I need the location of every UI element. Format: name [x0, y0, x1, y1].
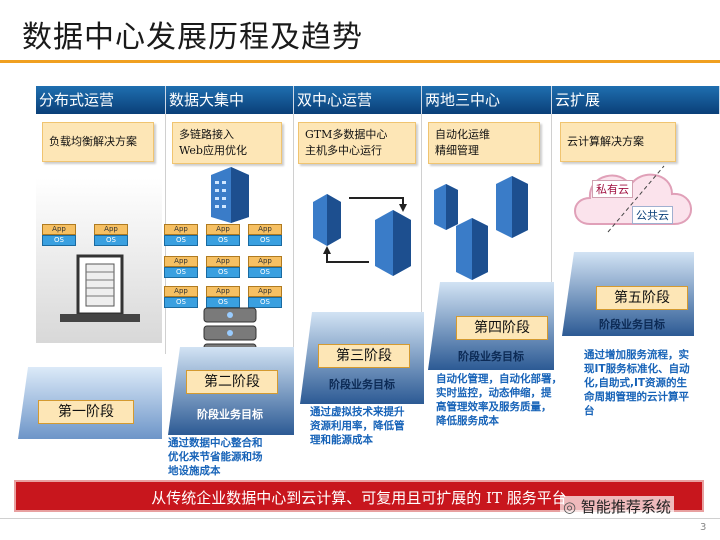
column-divider [551, 114, 552, 354]
column-divider [293, 114, 294, 354]
three-center-diagram [434, 176, 528, 280]
solution-box-1: 负载均衡解决方案 [42, 122, 154, 162]
os-label: OS [164, 235, 198, 246]
os-label: OS [248, 235, 282, 246]
app-label: App [164, 224, 198, 235]
stage-2-label[interactable]: 第二阶段 [186, 370, 278, 394]
stage-5-goal: 阶段业务目标 [599, 318, 665, 331]
solution-text: 多链路接入 Web应用优化 [179, 128, 247, 157]
footer-divider [0, 518, 720, 519]
data-center-building-icon [211, 167, 249, 223]
stage-header-2[interactable]: 数据大集中 [166, 86, 294, 114]
cloud-icon [574, 165, 692, 233]
app-label: App [206, 256, 240, 267]
os-label: OS [248, 267, 282, 278]
os-label: OS [164, 297, 198, 308]
stage-5-label[interactable]: 第五阶段 [596, 286, 688, 310]
stage-header-4[interactable]: 两地三中心 [422, 86, 552, 114]
stage-2-description: 通过数据中心整合和 优化来节省能源和场 地设施成本 [168, 437, 263, 477]
stage-2-goal: 阶段业务目标 [197, 408, 263, 421]
stage-3-description: 通过虚拟技术来提升 资源利用率，降低管 理和能源成本 [310, 406, 405, 446]
app-label: App [206, 224, 240, 235]
column-divider [421, 114, 422, 354]
wechat-icon: ◎ [563, 498, 581, 516]
stage-1-label[interactable]: 第一阶段 [38, 400, 134, 424]
os-label: OS [248, 297, 282, 308]
os-label: OS [164, 267, 198, 278]
stage-header-1[interactable]: 分布式运营 [36, 86, 166, 114]
app-label: App [164, 256, 198, 267]
stage-4-goal: 阶段业务目标 [458, 350, 524, 363]
app-label: App [206, 286, 240, 297]
solution-text: GTM多数据中心 主机多中心运行 [305, 128, 388, 157]
solution-text: 云计算解决方案 [567, 135, 644, 148]
solution-box-4: 自动化运维 精细管理 [428, 122, 540, 164]
app-label: App [164, 286, 198, 297]
stage-4-label[interactable]: 第四阶段 [456, 316, 548, 340]
solution-box-2: 多链路接入 Web应用优化 [172, 122, 282, 164]
app-label: App [42, 224, 76, 235]
dual-center-diagram [313, 194, 411, 276]
stage-5-description: 通过增加服务流程，实 现IT服务标准化、自动 化,自助式,IT资源的生 命周期管… [584, 349, 690, 417]
solution-box-5: 云计算解决方案 [560, 122, 676, 162]
page-number: 3 [700, 522, 707, 533]
page-title: 数据中心发展历程及趋势 [22, 20, 363, 55]
solution-box-3: GTM多数据中心 主机多中心运行 [298, 122, 416, 164]
os-label: OS [94, 235, 128, 246]
watermark: ◎ 智能推荐系统 [560, 496, 674, 517]
server-rack-icon [60, 254, 140, 322]
solution-text: 自动化运维 精细管理 [435, 128, 490, 157]
os-label: OS [206, 267, 240, 278]
watermark-text: 智能推荐系统 [580, 498, 671, 516]
app-label: App [94, 224, 128, 235]
os-label: OS [206, 235, 240, 246]
title-underline [0, 60, 720, 63]
public-cloud-label: 公共云 [632, 206, 673, 224]
app-label: App [248, 256, 282, 267]
solution-text: 负载均衡解决方案 [49, 135, 137, 148]
stage-3-goal: 阶段业务目标 [329, 378, 395, 391]
os-label: OS [42, 235, 76, 246]
stage-3-label[interactable]: 第三阶段 [318, 344, 410, 368]
app-label: App [248, 286, 282, 297]
private-cloud-label: 私有云 [592, 180, 633, 198]
app-label: App [248, 224, 282, 235]
stage-header-3[interactable]: 双中心运营 [294, 86, 422, 114]
stage-4-description: 自动化管理，自动化部署， 实时监控，动态伸缩，提 高管理效率及服务质量， 降低服… [436, 373, 562, 427]
stage-header-5[interactable]: 云扩展 [552, 86, 720, 114]
